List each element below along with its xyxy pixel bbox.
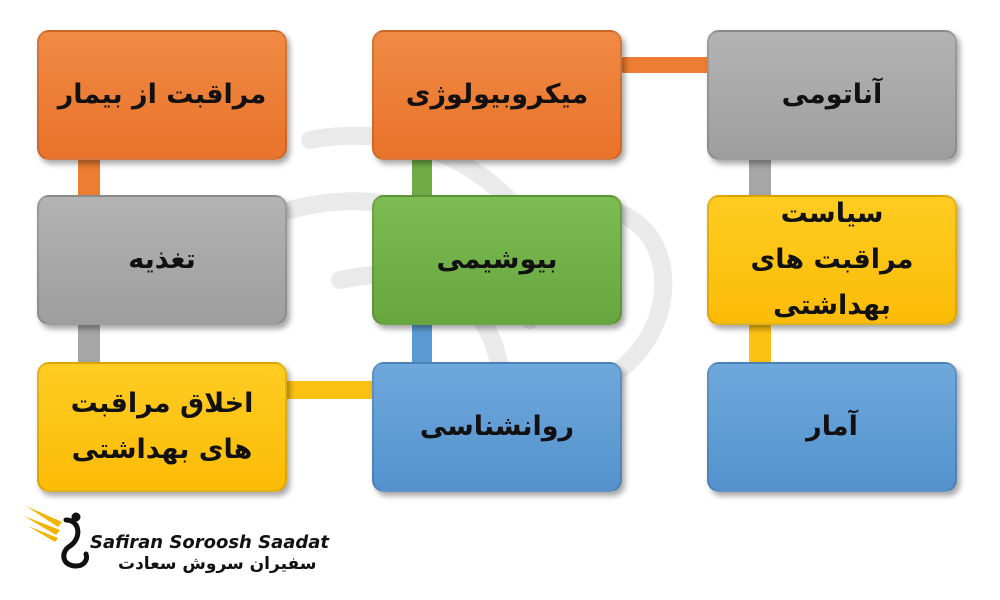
box-microbiology-label: میکروبیولوژی (405, 79, 589, 110)
box-patient-care-label: مراقبت از بیمار (57, 79, 267, 110)
box-psychology: روانشناسی (372, 362, 622, 492)
box-statistics-label: آمار (806, 411, 858, 442)
box-anatomy-label: آناتومی (781, 79, 883, 110)
connector-anatomy-health-policy (749, 158, 771, 200)
logo-name-persian: سفیران سروش سعادت (118, 554, 317, 574)
connector-microbiology-anatomy (622, 57, 712, 73)
box-nutrition: تغذیه (37, 195, 287, 325)
connector-health-policy-statistics (749, 323, 771, 365)
box-biochemistry-label: بیوشیمی (436, 244, 558, 275)
connector-ethics-psychology (285, 381, 377, 399)
phoenix-logo-icon (24, 506, 89, 569)
logo-name-english: Safiran Soroosh Saadat (90, 532, 330, 553)
box-nutrition-label: تغذیه (128, 244, 196, 275)
connector-microbiology-biochemistry (412, 158, 432, 200)
box-anatomy: آناتومی (707, 30, 957, 160)
connector-biochemistry-psychology (412, 323, 432, 365)
box-patient-care: مراقبت از بیمار (37, 30, 287, 160)
box-healthcare-ethics-label: اخلاق مراقبت های بهداشتی (70, 388, 254, 465)
company-logo: Safiran Soroosh Saadat سفیران سروش سعادت (22, 500, 329, 580)
box-health-policy-label: سیاست مراقبت های بهداشتی (750, 198, 914, 321)
box-psychology-label: روانشناسی (419, 411, 575, 442)
box-microbiology: میکروبیولوژی (372, 30, 622, 160)
box-health-policy: سیاست مراقبت های بهداشتی (707, 195, 957, 325)
box-biochemistry: بیوشیمی (372, 195, 622, 325)
connector-patient-care-nutrition (78, 158, 100, 200)
connector-nutrition-ethics (78, 323, 100, 365)
box-healthcare-ethics: اخلاق مراقبت های بهداشتی (37, 362, 287, 492)
box-statistics: آمار (707, 362, 957, 492)
